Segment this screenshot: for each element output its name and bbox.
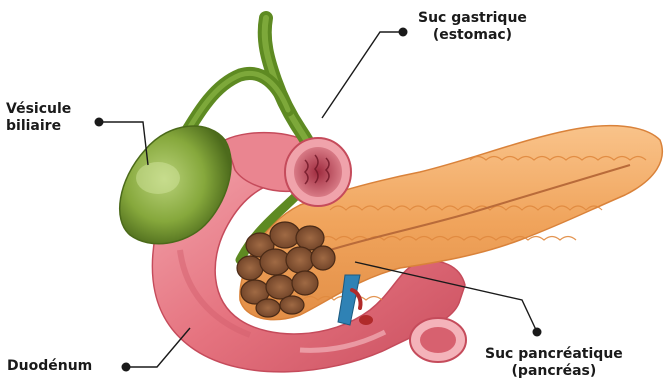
dot-vesicule [95, 118, 104, 127]
label-vesicule-line1: Vésicule [6, 101, 71, 118]
dot-duodenum [122, 363, 131, 372]
label-vesicule: Vésicule biliaire [6, 101, 71, 135]
label-suc-gastrique-line1: Suc gastrique [418, 10, 527, 27]
dot-suc-gastrique [399, 28, 408, 37]
label-vesicule-line2: biliaire [6, 118, 71, 135]
label-suc-pancreatique: Suc pancréatique (pancréas) [485, 346, 623, 380]
label-duodenum-line1: Duodénum [7, 358, 92, 375]
label-suc-pancreatique-line1: Suc pancréatique [485, 346, 623, 363]
label-suc-gastrique: Suc gastrique (estomac) [418, 10, 527, 44]
dot-pancreatique [533, 328, 542, 337]
leader-suc-gastrique [322, 32, 403, 118]
label-suc-gastrique-line2: (estomac) [418, 27, 527, 44]
label-duodenum: Duodénum [7, 358, 92, 375]
label-suc-pancreatique-line2: (pancréas) [485, 363, 623, 380]
